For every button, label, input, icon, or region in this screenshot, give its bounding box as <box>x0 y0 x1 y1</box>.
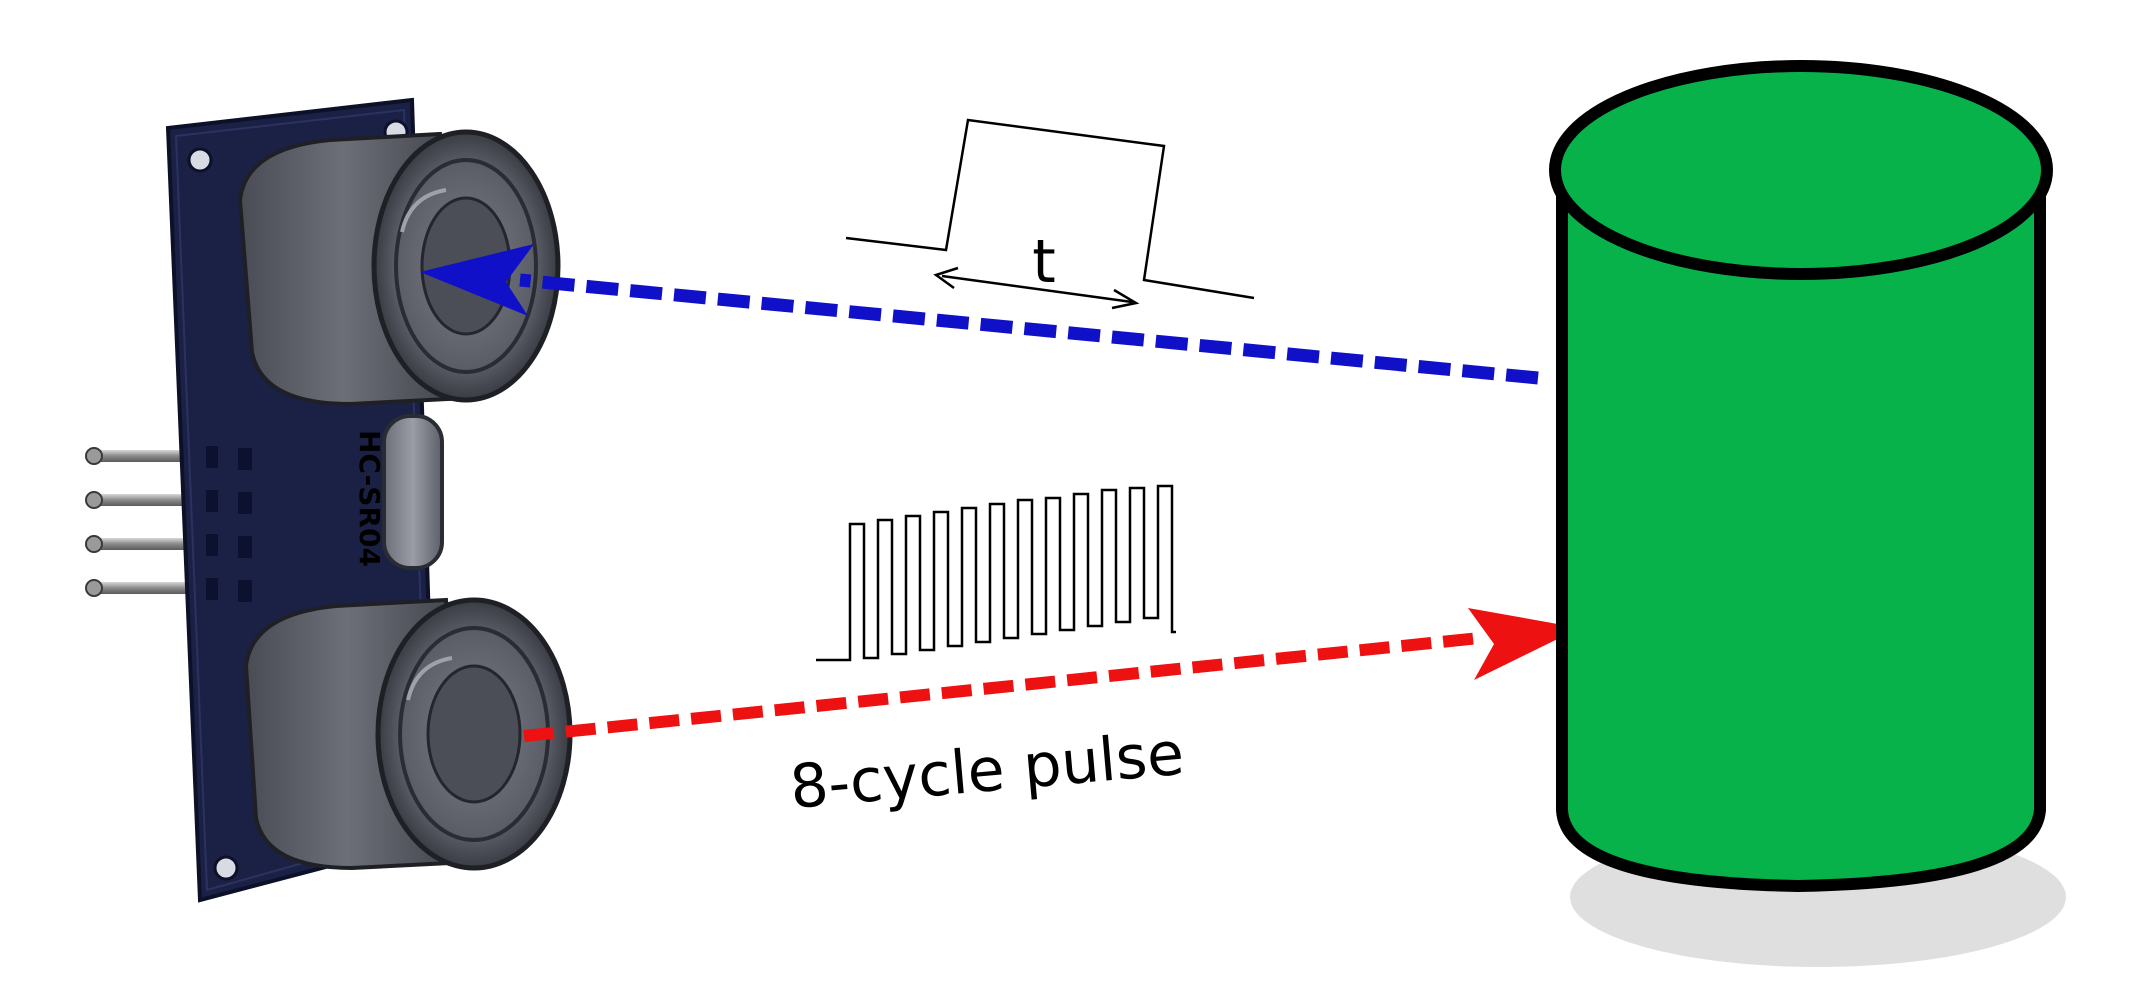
trigger-arrowhead <box>1468 608 1580 680</box>
pin-pads <box>206 446 252 602</box>
pin <box>85 579 192 597</box>
echo-time-label: t <box>1032 227 1056 297</box>
trigger-arrow <box>523 608 1580 742</box>
mounting-hole <box>213 855 239 881</box>
silkscreen-label: HC-SR04 <box>353 430 386 567</box>
echo-waveform <box>845 118 1255 310</box>
echo-arrow <box>420 244 1539 385</box>
cylinder-top <box>1549 60 2053 280</box>
mounting-hole <box>187 147 213 173</box>
pin <box>85 535 192 553</box>
pin <box>85 447 192 465</box>
ultrasonic-sensor: HC-SR04 <box>85 97 573 903</box>
duration-marker <box>941 274 1133 304</box>
pulse-train <box>816 484 1176 662</box>
pulse-label: 8-cycle pulse <box>787 719 1187 823</box>
target-cylinder <box>1549 60 2066 967</box>
pin <box>85 491 192 509</box>
transmitter-transducer <box>243 597 573 871</box>
header-pins <box>85 447 192 597</box>
echo-arrowhead <box>420 244 534 316</box>
crystal-oscillator <box>382 414 444 570</box>
